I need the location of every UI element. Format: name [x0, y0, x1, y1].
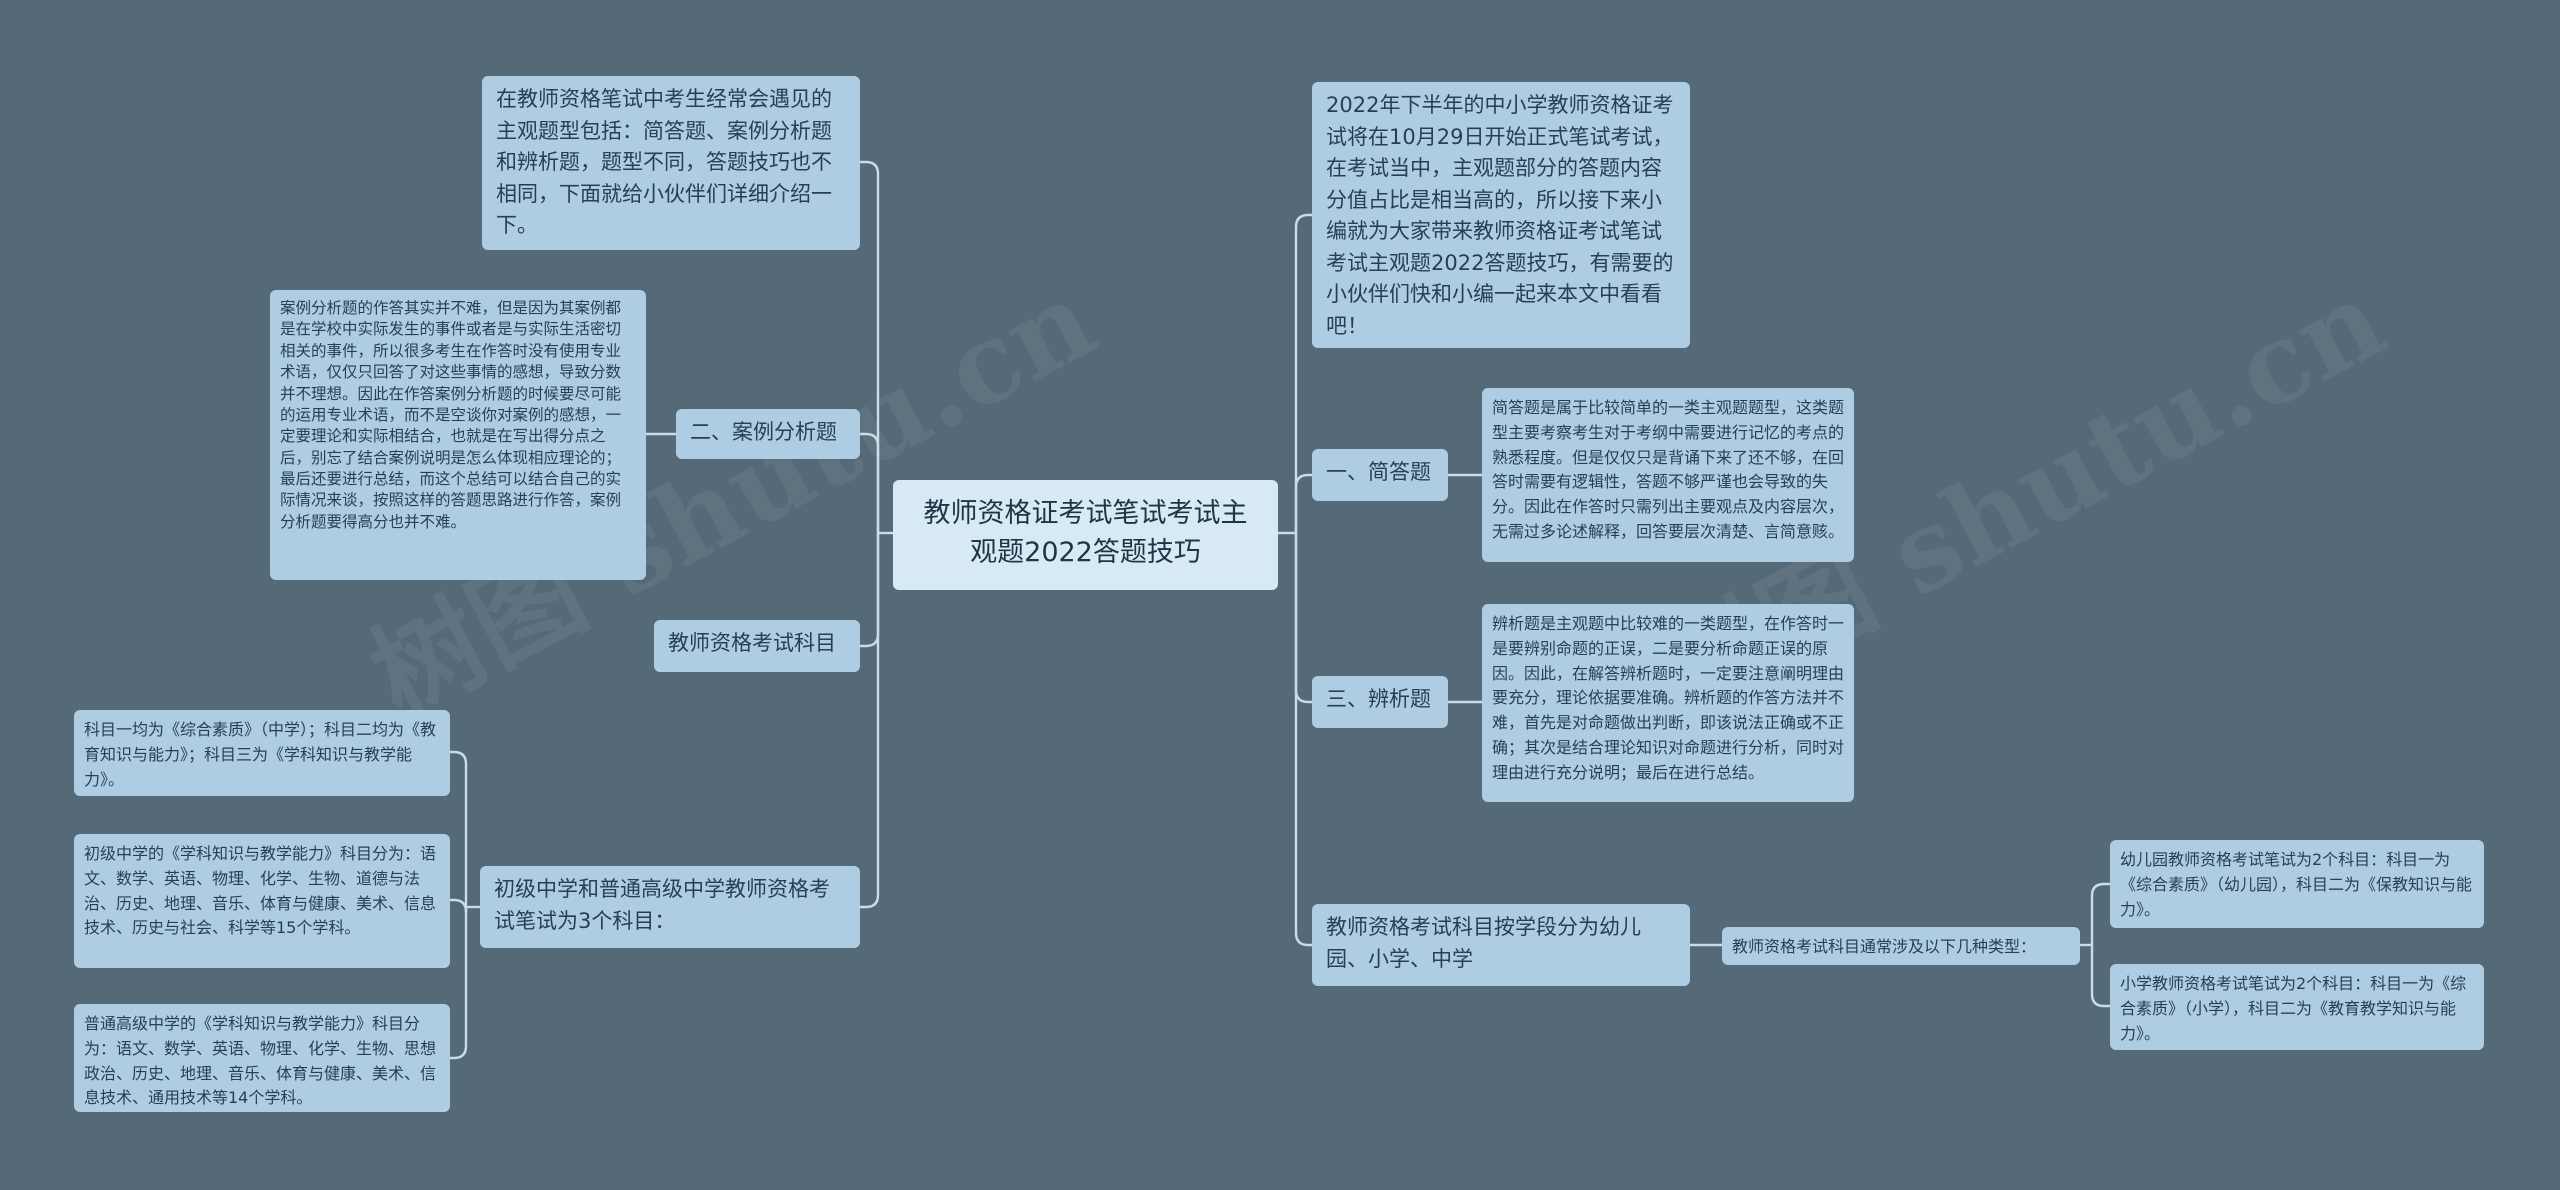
link-left-subject: [860, 533, 880, 648]
stage-types-node[interactable]: 教师资格考试科目通常涉及以下几种类型：: [1722, 927, 2080, 965]
analysis-detail[interactable]: 辨析题是主观题中比较难的一类题型，在作答时一是要辨别命题的正误，二是要分析命题正…: [1482, 604, 1854, 802]
link-left-three: [860, 533, 880, 909]
link-right-intro: [1294, 213, 1312, 533]
link-right-short: [1294, 473, 1312, 533]
link-right-analysis: [1294, 533, 1312, 704]
link-left-case: [860, 432, 880, 533]
case-analysis-detail[interactable]: 案例分析题的作答其实并不难，但是因为其案例都是在学校中实际发生的事件或者是与实际…: [270, 290, 646, 580]
right-intro-node[interactable]: 2022年下半年的中小学教师资格证考试将在10月29日开始正式笔试考试，在考试当…: [1312, 82, 1690, 348]
subject-node[interactable]: 教师资格考试科目: [654, 620, 860, 672]
analysis-node[interactable]: 三、辨析题: [1312, 676, 1448, 728]
case-analysis-node[interactable]: 二、案例分析题: [676, 409, 860, 459]
link-three-item1: [450, 750, 468, 907]
left-intro-node[interactable]: 在教师资格笔试中考生经常会遇见的主观题型包括：简答题、案例分析题和辨析题，题型不…: [482, 76, 860, 250]
three-subjects-item-3[interactable]: 普通高级中学的《学科知识与教学能力》科目分为：语文、数学、英语、物理、化学、生物…: [74, 1004, 450, 1112]
stage-item-primary[interactable]: 小学教师资格考试笔试为2个科目：科目一为《综合素质》（小学），科目二为《教育教学…: [2110, 964, 2484, 1050]
three-subjects-item-1[interactable]: 科目一均为《综合素质》（中学）；科目二均为《教育知识与能力》；科目三为《学科知识…: [74, 710, 450, 796]
three-subjects-node[interactable]: 初级中学和普通高级中学教师资格考试笔试为3个科目：: [480, 866, 860, 948]
link-three-item3: [450, 907, 468, 1060]
link-mid-item2: [2090, 945, 2110, 1008]
short-answer-node[interactable]: 一、简答题: [1312, 449, 1448, 501]
link-left-intro: [860, 160, 880, 533]
link-mid-item1: [2090, 882, 2110, 945]
root-topic[interactable]: 教师资格证考试笔试考试主观题2022答题技巧: [893, 480, 1278, 590]
link-right-stage: [1294, 533, 1312, 947]
three-subjects-item-2[interactable]: 初级中学的《学科知识与教学能力》科目分为：语文、数学、英语、物理、化学、生物、道…: [74, 834, 450, 968]
short-answer-detail[interactable]: 简答题是属于比较简单的一类主观题题型，这类题型主要考察考生对于考纲中需要进行记忆…: [1482, 388, 1854, 562]
stage-item-kindergarten[interactable]: 幼儿园教师资格考试笔试为2个科目：科目一为《综合素质》（幼儿园），科目二为《保教…: [2110, 840, 2484, 928]
stage-node[interactable]: 教师资格考试科目按学段分为幼儿园、小学、中学: [1312, 904, 1690, 986]
link-three-item2: [450, 898, 468, 913]
